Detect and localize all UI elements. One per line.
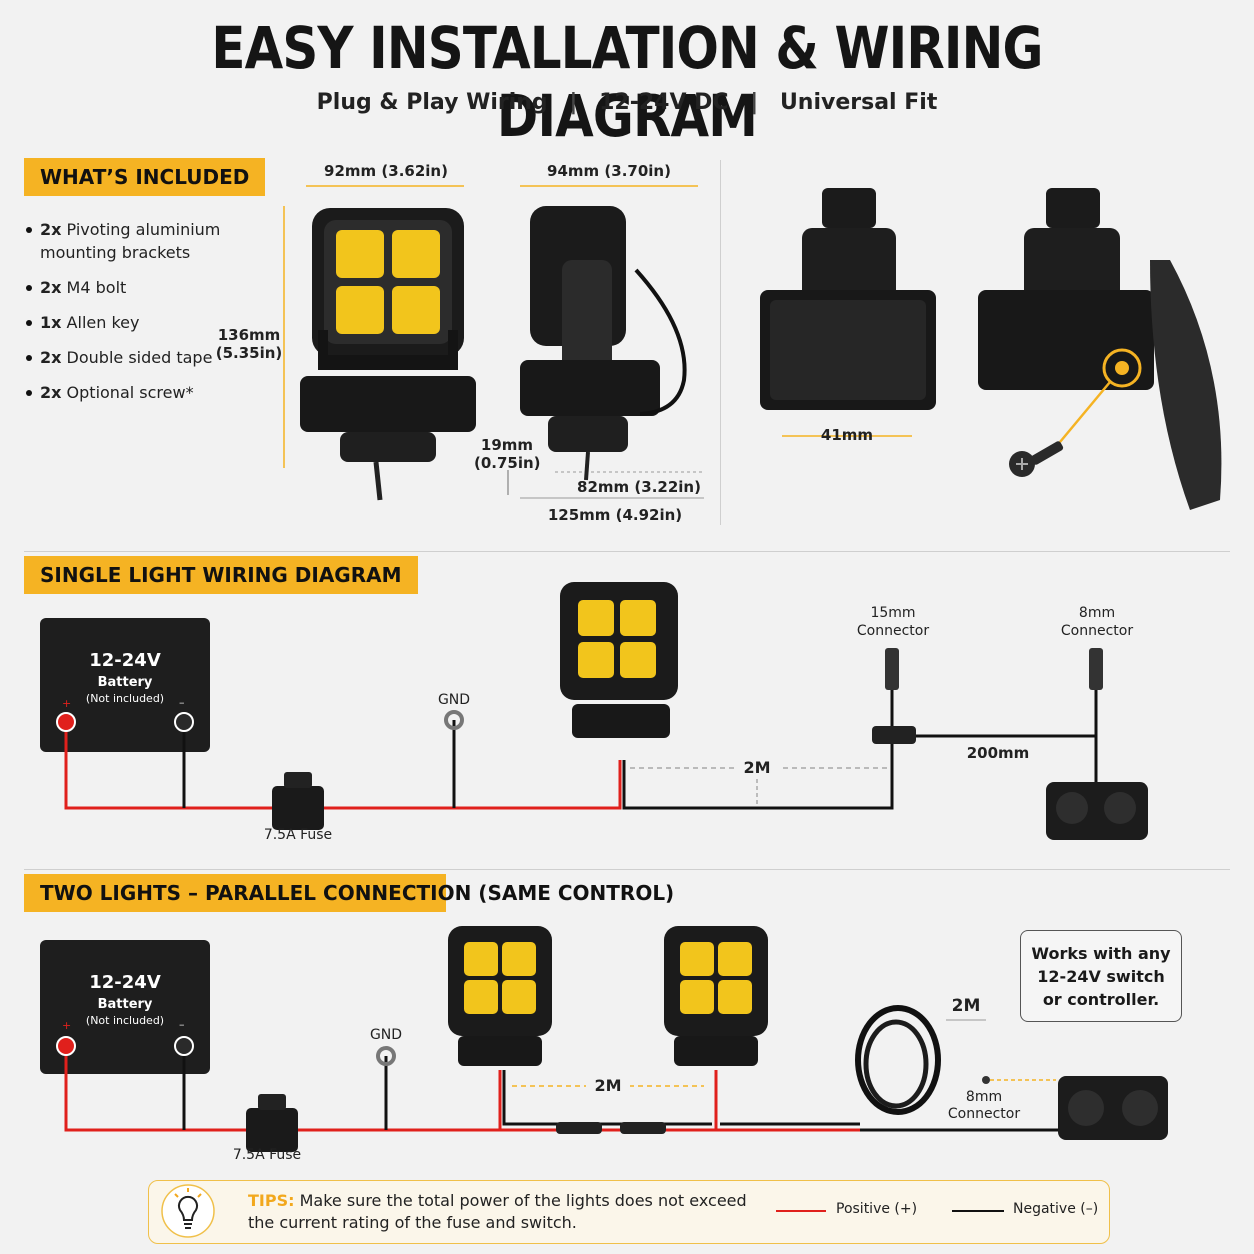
included-list: 2x Pivoting aluminium mounting brackets … — [24, 218, 230, 416]
tips-box — [148, 1180, 1110, 1244]
section-divider — [24, 869, 1230, 870]
single-section-label: SINGLE LIGHT WIRING DIAGRAM — [24, 556, 418, 594]
branch-length-label: 200mm — [966, 744, 1030, 762]
list-item: 2x Optional screw* — [24, 381, 230, 404]
dim-base-width: 41mm — [820, 426, 874, 444]
included-section-label: WHAT’S INCLUDED — [24, 158, 266, 196]
tips-text: TIPS: Make sure the total power of the l… — [248, 1191, 747, 1232]
subtitle-voltage: 12-24V DC — [599, 90, 729, 115]
minus-sign: – — [179, 696, 185, 709]
dim-height: 136mm(5.35in) — [215, 326, 283, 362]
negative-wire-swatch — [952, 1210, 1004, 1212]
dim-total-depth: 125mm (4.92in) — [547, 506, 683, 524]
subtitle-wiring: Plug & Play Wiring — [316, 90, 548, 115]
cable-length-label: 2M — [734, 758, 780, 777]
lightbulb-icon — [161, 1184, 215, 1238]
front-view-light — [300, 208, 476, 501]
legend-positive: Positive (+) — [836, 1201, 918, 1217]
compatibility-note: Works with any 12-24V switch or controll… — [1020, 930, 1182, 1022]
minus-sign: – — [179, 1018, 185, 1031]
subtitle-fit: Universal Fit — [779, 90, 938, 115]
double-section-label: TWO LIGHTS – PARALLEL CONNECTION (SAME C… — [24, 874, 674, 912]
positive-wire-swatch — [776, 1210, 826, 1212]
fuse-label-single: 7.5A Fuse — [263, 827, 333, 843]
section-divider — [24, 551, 1230, 552]
between-lights-length: 2M — [586, 1076, 630, 1095]
page-subtitle: Plug & Play Wiring | 12-24V DC | Univers… — [0, 90, 1254, 115]
dim-side-width: 94mm (3.70in) — [547, 162, 671, 180]
list-item: 2x Double sided tape — [24, 346, 230, 369]
legend-negative: Negative (–) — [1013, 1201, 1099, 1217]
gnd-label-double: GND — [369, 1027, 403, 1043]
side-view-light — [520, 206, 687, 481]
tips-key: TIPS: — [248, 1191, 295, 1210]
base-mount-side — [978, 188, 1222, 510]
product-dimension-drawings — [283, 185, 1222, 510]
subtitle-separator: | — [569, 90, 578, 115]
single-wiring-diagram — [56, 582, 1148, 840]
page-title: EASY INSTALLATION & WIRING DIAGRAM — [211, 14, 1043, 150]
list-item: 2x M4 bolt — [24, 276, 230, 299]
dim-front-width: 92mm (3.62in) — [324, 162, 448, 180]
base-mount-front — [760, 188, 936, 410]
coil-length-label: 2M — [951, 996, 981, 1016]
list-item: 1x Allen key — [24, 311, 230, 334]
dim-base-height: 19mm(0.75in) — [474, 436, 541, 472]
dim-inner-depth: 82mm (3.22in) — [577, 478, 701, 496]
fuse-label-double: 7.5A Fuse — [232, 1147, 302, 1163]
list-item: 2x Pivoting aluminium mounting brackets — [24, 218, 230, 264]
plus-sign: + — [62, 697, 72, 710]
subtitle-separator: | — [750, 90, 759, 115]
parallel-wiring-diagram — [56, 926, 1168, 1152]
vertical-divider — [720, 160, 721, 525]
plus-sign: + — [62, 1019, 72, 1032]
gnd-label-single: GND — [437, 692, 471, 708]
